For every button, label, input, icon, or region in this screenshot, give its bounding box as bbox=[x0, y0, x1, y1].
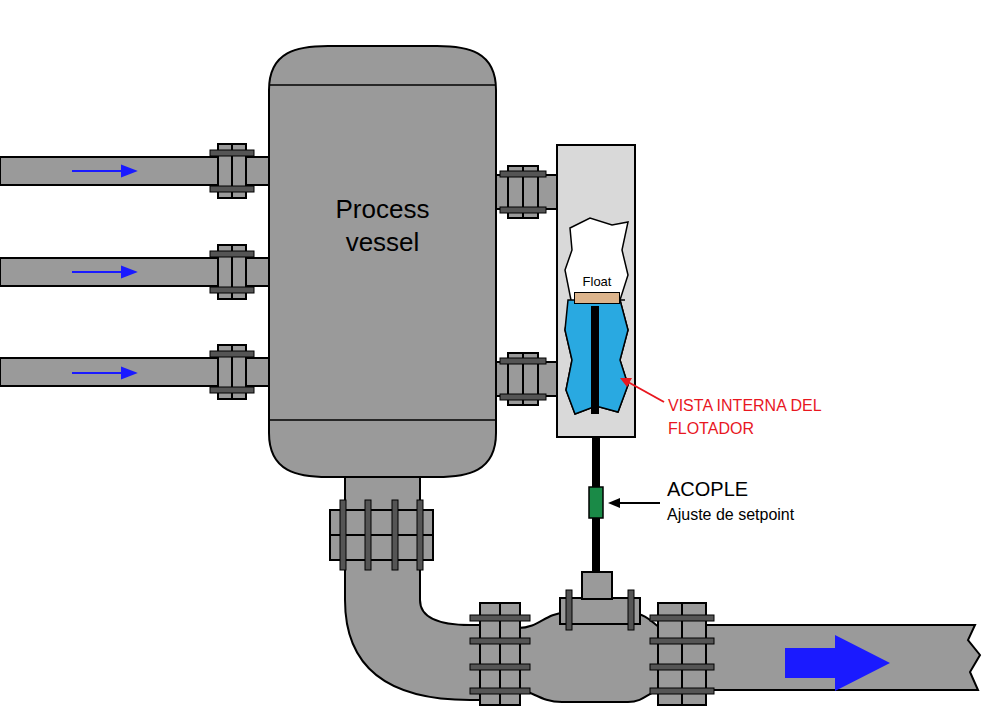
float-label: Float bbox=[570, 274, 624, 290]
float-body bbox=[574, 292, 620, 304]
vessel-label: Process vessel bbox=[298, 193, 467, 258]
vessel-shape bbox=[268, 45, 497, 478]
part-note: Ajuste de setpoint bbox=[667, 505, 847, 524]
process-vessel: Process vessel bbox=[268, 45, 497, 478]
callout-label: VISTA INTERNA DEL FLOTADOR bbox=[668, 394, 868, 440]
part-name: ACOPLE bbox=[667, 477, 787, 501]
float-element: Float bbox=[570, 274, 624, 308]
